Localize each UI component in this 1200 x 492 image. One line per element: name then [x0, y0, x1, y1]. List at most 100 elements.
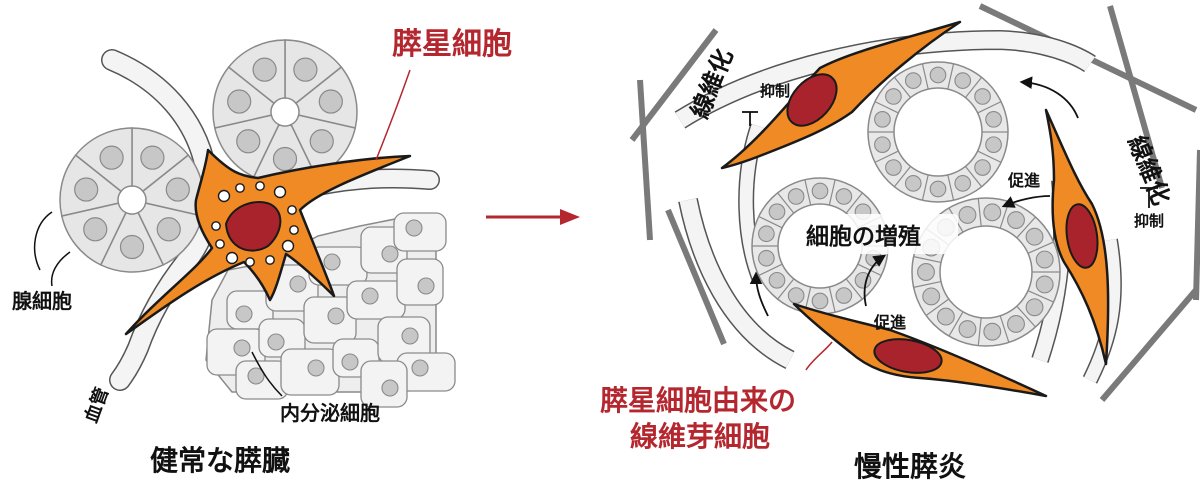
cell-nucleus — [835, 188, 853, 205]
lipid-droplet — [289, 225, 299, 235]
cell-nucleus — [985, 110, 1002, 128]
inhibit-label-right: 抑制 — [1134, 212, 1164, 230]
cell-nucleus — [318, 89, 343, 114]
cell-nucleus — [165, 177, 190, 202]
fibroblast-bottom — [792, 302, 1048, 398]
duct-cell-border — [964, 76, 983, 98]
cell-nucleus — [954, 72, 972, 89]
cell-nucleus — [83, 217, 108, 242]
endocrine-leader-line — [251, 351, 283, 397]
cell-nucleus — [929, 180, 947, 198]
endocrine-cell-cluster — [205, 212, 456, 408]
fibroblast-label-line1: 膵星細胞由来の — [600, 384, 796, 417]
lipid-droplet — [225, 251, 239, 265]
acinar-leader-line-a — [33, 211, 53, 271]
fibroblast-label-line2: 線維芽細胞 — [630, 420, 770, 453]
cell-nucleus — [1007, 211, 1025, 229]
cell-nucleus — [272, 146, 298, 172]
cell-nucleus — [885, 88, 902, 105]
cell-nucleus — [983, 322, 1002, 341]
fibroblast-top-left — [720, 20, 962, 170]
curved-arrow-icon — [863, 254, 887, 307]
duct-cell-border — [977, 101, 1002, 114]
duct-cell-border — [758, 263, 783, 277]
cell-nucleus — [307, 359, 325, 377]
cell-nucleus — [787, 287, 805, 304]
inhibit-label-left: 抑制 — [760, 82, 790, 100]
duct-cell-border — [874, 101, 899, 114]
chronic-pancreatitis-title: 慢性膵炎 — [854, 450, 966, 483]
duct-cell-border — [977, 150, 1002, 163]
blood-vessel-label: 血管 — [80, 384, 113, 425]
cell-nucleus — [381, 379, 399, 397]
duct-cell-border — [845, 278, 863, 300]
cell-nucleus — [417, 277, 435, 295]
cell-nucleus — [985, 136, 1002, 154]
cell-nucleus — [327, 307, 345, 325]
lipid-droplet — [217, 189, 231, 203]
promote-label-top: 促進 — [1007, 171, 1040, 190]
cell-nucleus — [768, 203, 786, 221]
cell-nucleus — [156, 217, 181, 242]
fibroblast-leader-line — [805, 341, 833, 371]
cell-nucleus — [1035, 275, 1054, 294]
cell-nucleus — [874, 110, 891, 128]
cell-nucleus — [247, 367, 265, 385]
cell-nucleus — [293, 57, 318, 82]
cell-nucleus — [227, 89, 252, 114]
cell-nucleus — [874, 136, 891, 154]
duct-cell-border — [893, 166, 912, 188]
duct-cell-border — [948, 311, 964, 337]
duct-cell-border — [804, 179, 812, 206]
healthy-pancreas-title: 健常な膵臓 — [150, 444, 290, 477]
duct-cell-border — [921, 63, 929, 90]
cell-nucleus — [119, 234, 145, 260]
proliferation-label-backdrop — [792, 214, 958, 254]
duct-cell-border — [857, 263, 882, 277]
stellate-leader-line — [375, 69, 411, 161]
duct-cell-border — [999, 315, 1010, 343]
lipid-droplet — [211, 221, 221, 231]
acinar-cell-label: 腺細胞 — [12, 289, 72, 313]
cell-nucleus — [140, 145, 165, 170]
cell-nucleus — [1035, 250, 1054, 269]
lipid-droplet — [235, 183, 245, 193]
cell-nucleus — [323, 253, 341, 271]
duct-cell-border — [893, 76, 912, 98]
duct-cell-border — [913, 280, 942, 288]
cell-nucleus — [236, 129, 261, 154]
cell-nucleus — [917, 263, 935, 281]
cell-nucleus — [401, 327, 419, 345]
cell-nucleus — [1025, 298, 1044, 317]
cell-nucleus — [958, 205, 977, 224]
endocrine-cell-label: 内分泌細胞 — [280, 401, 380, 425]
cell-nucleus — [904, 72, 922, 89]
cell-nucleus — [835, 287, 853, 304]
cell-nucleus — [405, 219, 423, 237]
duct-cell-border — [1027, 290, 1054, 303]
duct-cell-border — [758, 215, 783, 229]
stellate-cell-label: 膵星細胞 — [392, 27, 512, 62]
duct-cell-border — [777, 278, 795, 300]
lipid-droplet — [265, 255, 275, 265]
cell-nucleus — [235, 305, 253, 323]
duct-cell-border — [1027, 241, 1054, 254]
cell-nucleus — [381, 245, 399, 263]
duct-cell-border — [947, 63, 955, 90]
duct-cell-border — [925, 298, 950, 316]
acinus-left — [59, 127, 205, 273]
acinar-leader-line-b — [50, 251, 71, 287]
lipid-droplet — [287, 205, 297, 215]
curved-arrow-icon — [1019, 76, 1079, 119]
fibrosis-label-right: 線維化 — [1122, 132, 1175, 209]
cell-nucleus — [885, 159, 902, 176]
right-panel: 細胞の増殖 線維化 線維化 抑制 抑制 — [600, 3, 1200, 483]
duct-cell-border — [828, 179, 836, 206]
duct-cell-border — [921, 174, 929, 201]
cell-nucleus — [904, 175, 922, 192]
duct-cell-border — [977, 198, 982, 227]
duct-lumen — [893, 87, 983, 177]
duct-cell-border — [1016, 305, 1036, 328]
